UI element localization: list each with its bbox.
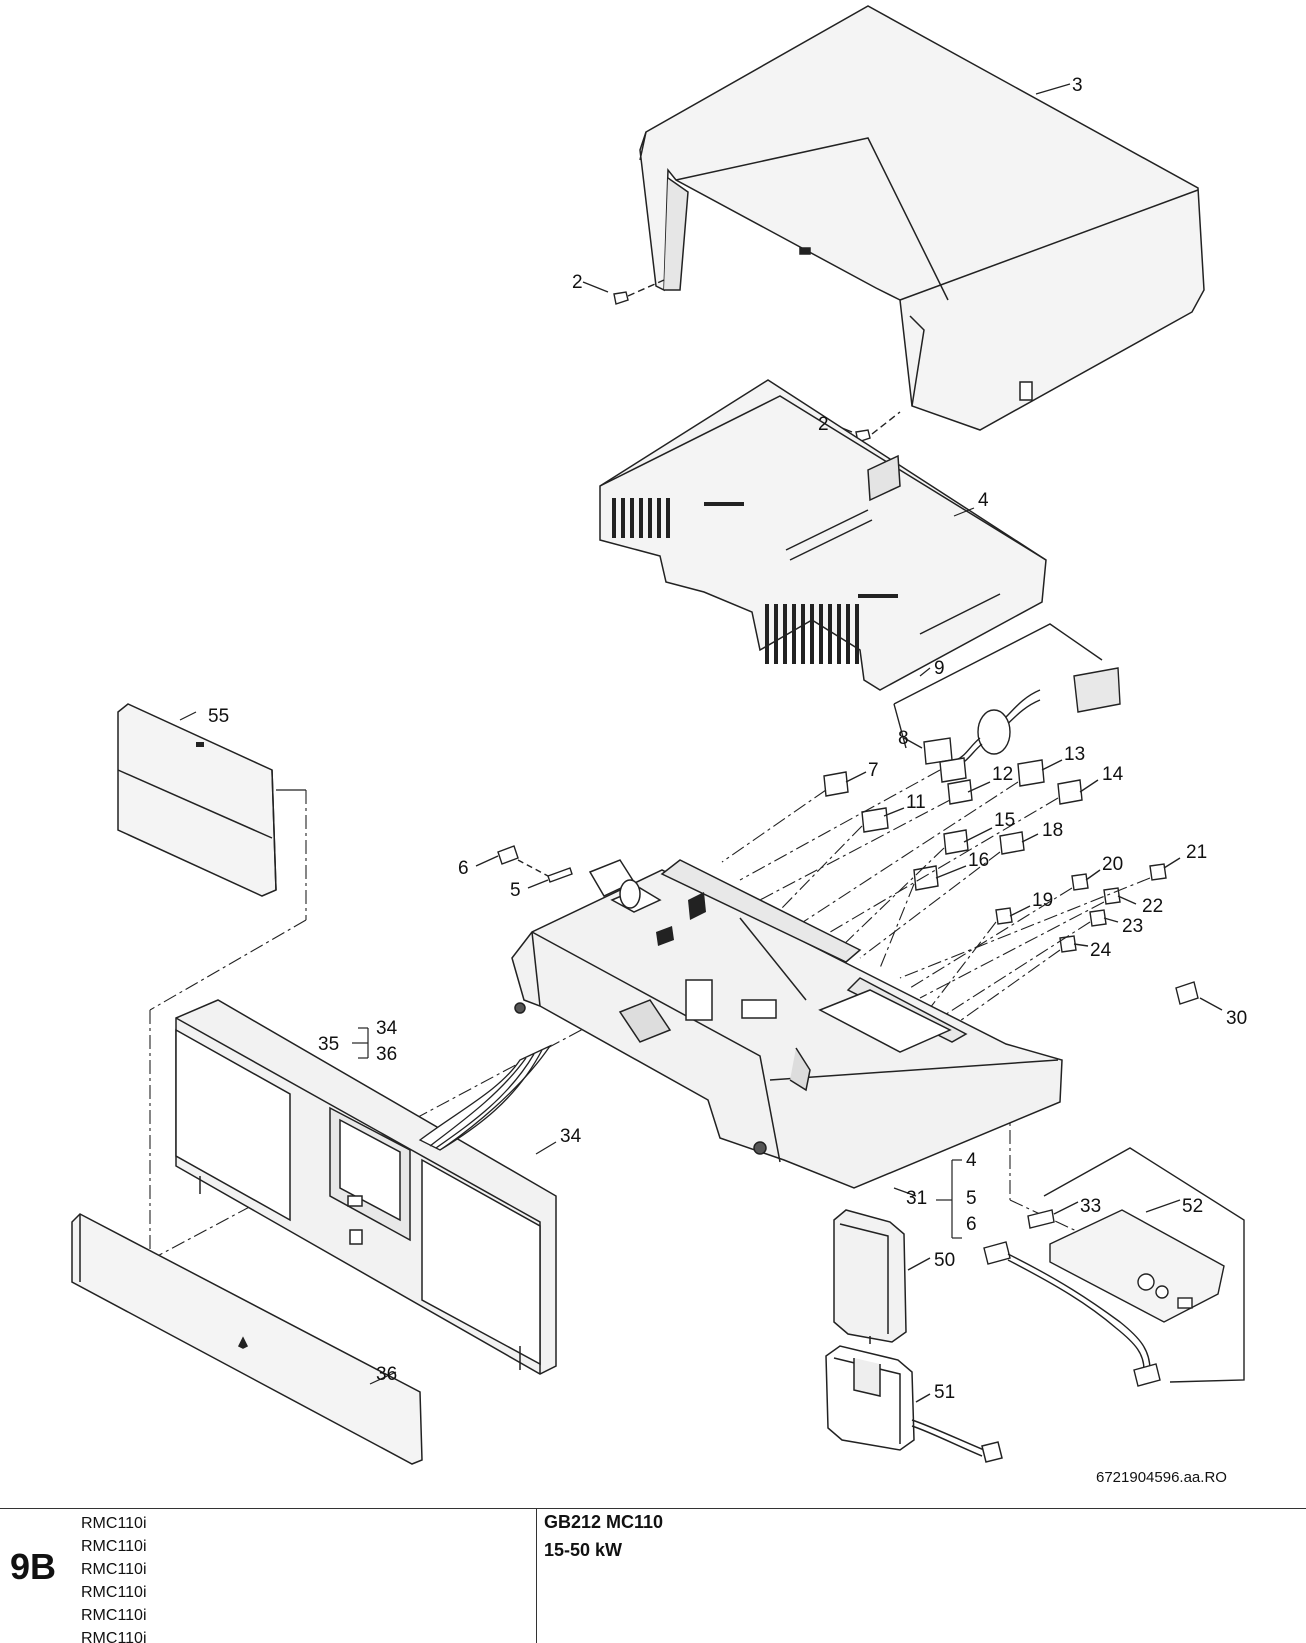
title-block: 9B RMC110i RMC110i RMC110i RMC110i RMC11…: [0, 1508, 1306, 1643]
plug-part-24: [1059, 935, 1077, 953]
callout-51: 51: [934, 1382, 955, 1403]
plug-part-19: [995, 907, 1013, 925]
callout-6: 6: [458, 858, 469, 879]
page-label: 9B: [10, 1546, 57, 1587]
module-base-part-51: [825, 1336, 1003, 1463]
callout-31: 31: [906, 1188, 927, 1209]
plug-part-12: [947, 779, 973, 805]
callout-36-strip: 36: [376, 1364, 397, 1385]
callout-8: 8: [898, 728, 909, 749]
callout-24: 24: [1090, 940, 1112, 961]
callout-9: 9: [934, 658, 945, 679]
plug-part-20: [1071, 873, 1089, 891]
callout-19: 19: [1032, 890, 1053, 911]
module-part-50: [833, 1209, 931, 1343]
cover-part-3: [639, 5, 1205, 431]
callout-18: 18: [1042, 820, 1063, 841]
product-name: GB212 MC110: [544, 1512, 664, 1532]
callout-15: 15: [994, 810, 1015, 831]
connector-part-8: [903, 737, 967, 783]
callout-2-left: 2: [572, 272, 583, 293]
model-item: RMC110i: [81, 1538, 147, 1555]
display-unit-part-35: [175, 999, 557, 1375]
plug-part-11: [861, 807, 889, 833]
callout-5-bottom: 5: [966, 1188, 977, 1209]
callout-36-top: 36: [376, 1044, 397, 1065]
fuse-part-5: [517, 859, 573, 889]
model-item: RMC110i: [81, 1561, 147, 1578]
model-list: RMC110i RMC110i RMC110i RMC110i RMC110i …: [81, 1512, 147, 1643]
trim-strip-part-36: [71, 1213, 423, 1465]
callout-7: 7: [868, 760, 879, 781]
plug-part-23: [1089, 909, 1107, 927]
plug-connectors-group: [823, 759, 1099, 891]
leader-lines: [179, 83, 1181, 1385]
callout-6-bottom: 6: [966, 1214, 977, 1235]
callout-21: 21: [1186, 842, 1207, 863]
model-item: RMC110i: [81, 1630, 147, 1643]
plug-part-14: [1057, 779, 1083, 805]
title-block-rule: [0, 1508, 1306, 1509]
model-item: RMC110i: [81, 1515, 147, 1532]
plug-part-7: [823, 771, 849, 797]
clip-part-30: [1175, 981, 1223, 1011]
callout-4: 4: [978, 490, 989, 511]
plug-part-13: [1017, 759, 1045, 787]
callout-20: 20: [1102, 854, 1123, 875]
title-block-divider: [536, 1508, 537, 1643]
plug-part-18: [999, 831, 1025, 855]
model-item: RMC110i: [81, 1607, 147, 1624]
cable-tray-part-4: [599, 379, 1047, 691]
callout-22: 22: [1142, 896, 1163, 917]
callout-50: 50: [934, 1250, 955, 1271]
plug-part-16: [913, 865, 939, 891]
callout-2-right: 2: [818, 414, 829, 435]
callout-34-cable: 34: [560, 1126, 582, 1147]
front-cover-part-55: [117, 703, 277, 897]
ribbon-cable-part-34: [418, 1044, 552, 1151]
drawing-reference-code: 6721904596.aa.RO: [1096, 1469, 1227, 1486]
callout-35: 35: [318, 1034, 339, 1055]
callout-5: 5: [510, 880, 521, 901]
callout-52: 52: [1182, 1196, 1203, 1217]
callout-13: 13: [1064, 744, 1085, 765]
callout-16: 16: [968, 850, 989, 871]
exploded-view-drawing: 3 2 2 4 9 55 8 7 12 13 14 11 15 18 16 6 …: [71, 5, 1247, 1486]
plug-part-15: [943, 829, 969, 855]
circuit-board-part-52: [983, 1147, 1245, 1387]
callout-14: 14: [1102, 764, 1124, 785]
plug-part-21: [1149, 863, 1167, 881]
callout-12: 12: [992, 764, 1013, 785]
callout-4-bottom: 4: [966, 1150, 977, 1171]
callout-30: 30: [1226, 1008, 1247, 1029]
callout-3: 3: [1072, 75, 1083, 96]
controller-base-part-31: [511, 859, 1063, 1189]
callout-23: 23: [1122, 916, 1143, 937]
pin-part-6: [475, 845, 519, 867]
plug-part-33: [1027, 1209, 1055, 1229]
model-item: RMC110i: [81, 1584, 147, 1601]
callout-55: 55: [208, 706, 229, 727]
product-power-range: 15-50 kW: [544, 1540, 623, 1560]
callout-33: 33: [1080, 1196, 1101, 1217]
wiring-harness-part-9: [893, 623, 1121, 767]
callout-11: 11: [906, 792, 926, 813]
screw-part-2-left: [582, 279, 665, 305]
callout-34-top: 34: [376, 1018, 398, 1039]
